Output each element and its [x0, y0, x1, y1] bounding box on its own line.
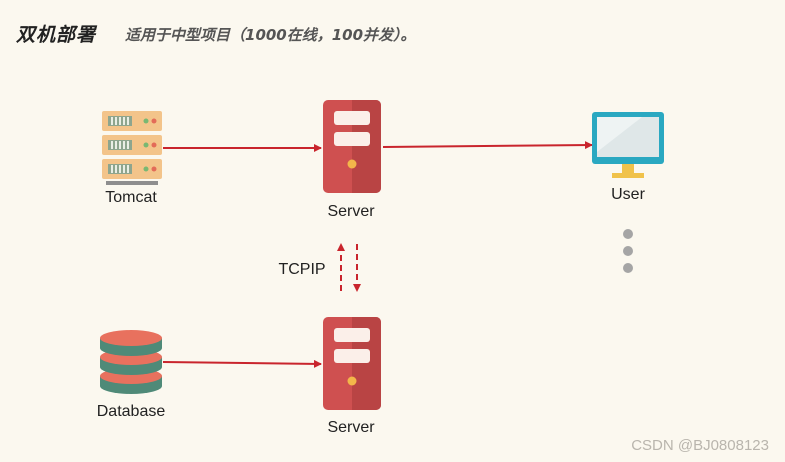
tomcat-server-rack-icon — [102, 111, 162, 185]
user-label: User — [611, 186, 645, 203]
user-monitor-icon — [592, 112, 664, 178]
ellipsis-dot — [623, 229, 633, 239]
diagram-subtitle: 适用于中型项目（1000在线，100并发）。 — [125, 26, 416, 44]
watermark: CSDN @BJ0808123 — [631, 437, 769, 454]
server-tower-icon — [323, 317, 381, 410]
tomcat-label: Tomcat — [105, 189, 157, 206]
server-top-label: Server — [327, 203, 375, 220]
ellipsis-dot — [623, 246, 633, 256]
arrow-server-to-user — [382, 141, 593, 150]
server-bottom-label: Server — [327, 419, 375, 436]
diagram-title: 双机部署 — [16, 24, 97, 46]
database-icon — [100, 330, 162, 394]
ellipsis-dot — [623, 263, 633, 273]
arrow-database-to-server — [162, 359, 322, 368]
database-label: Database — [96, 403, 166, 420]
tcpip-link-label: TCPIP — [278, 261, 326, 278]
server-tower-icon — [323, 100, 381, 193]
